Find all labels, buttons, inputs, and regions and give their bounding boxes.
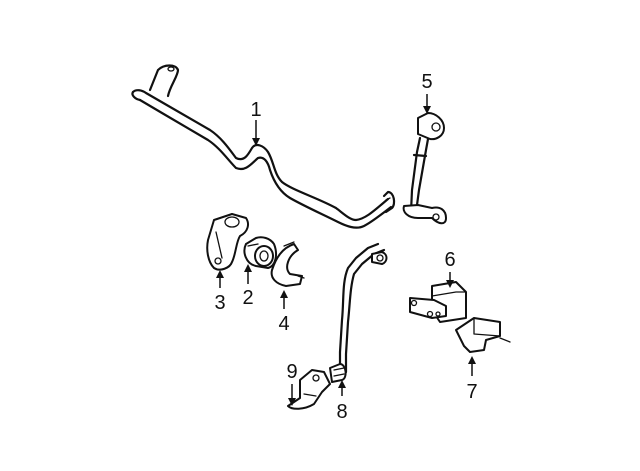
callout-9: 9 (286, 361, 298, 406)
height-sensor (409, 281, 467, 323)
callout-8: 8 (336, 380, 348, 423)
lower-bracket (287, 369, 331, 410)
stabilizer-link (402, 112, 447, 225)
bushing (243, 236, 277, 269)
sensor-bracket (455, 317, 511, 353)
callout-7: 7 (466, 356, 478, 403)
callout-2-label: 2 (242, 287, 253, 309)
callout-3: 3 (214, 270, 226, 314)
callout-7-label: 7 (466, 381, 477, 403)
stabilizer-bar (131, 64, 396, 229)
callout-5: 5 (421, 71, 433, 114)
callout-2: 2 (242, 264, 254, 309)
callout-6: 6 (444, 249, 456, 288)
callout-1: 1 (250, 99, 262, 146)
bracket (206, 213, 249, 271)
callout-4: 4 (278, 290, 290, 335)
sensor-link-rod (338, 242, 388, 374)
callout-4-label: 4 (278, 313, 289, 335)
callout-8-label: 8 (336, 401, 347, 423)
bolt (329, 363, 347, 383)
callout-1-label: 1 (250, 99, 261, 121)
clamp (270, 241, 305, 287)
callout-9-label: 9 (286, 361, 297, 383)
callout-6-label: 6 (444, 249, 455, 271)
callout-3-label: 3 (214, 292, 225, 314)
callout-5-label: 5 (421, 71, 432, 93)
